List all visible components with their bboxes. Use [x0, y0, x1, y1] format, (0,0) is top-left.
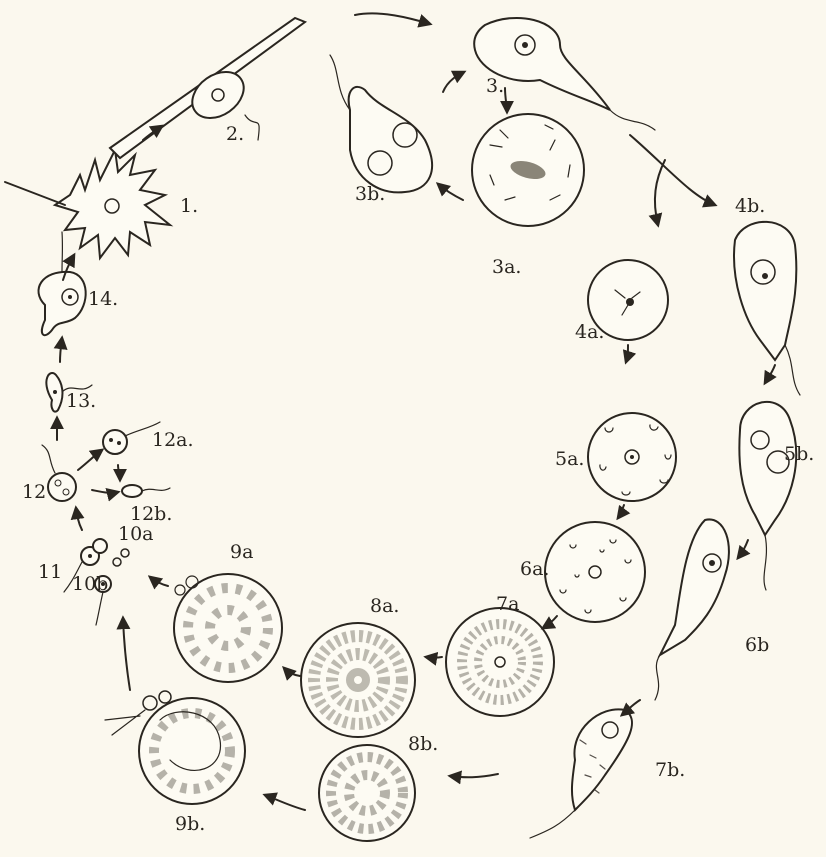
label-stage-13: 13.: [66, 390, 96, 412]
stage-7b-elongated-cell: [530, 709, 632, 838]
label-stage-8a: 8a.: [370, 595, 399, 617]
label-stage-11: 11: [38, 561, 62, 583]
stage-8a-round-cell: [301, 623, 415, 737]
label-stage-2: 2.: [226, 123, 244, 145]
label-stage-3b: 3b.: [355, 183, 385, 205]
label-stage-1: 1.: [180, 195, 198, 217]
label-stage-8b: 8b.: [408, 733, 438, 755]
label-stage-14: 14.: [88, 288, 118, 310]
stage-3-flagellate: [474, 18, 655, 130]
label-stage-10a: 10a: [118, 523, 154, 545]
label-stage-4b: 4b.: [735, 195, 765, 217]
stage-3b-binucleate-cell: [330, 55, 432, 192]
stage-1-amoeboid-cell: [5, 150, 170, 258]
label-stage-6b: 6b: [745, 634, 769, 656]
stage-14-rounded-cell: [38, 232, 85, 335]
stage-5b-elongated-cell: [739, 402, 796, 590]
label-stage-6a: 6a.: [520, 558, 549, 580]
label-stage-3: 3.: [486, 75, 504, 97]
label-stage-7b: 7b.: [655, 759, 685, 781]
label-stage-5a: 5a.: [555, 448, 584, 470]
label-stage-7a: 7a: [496, 593, 519, 615]
stage-9a-round-cell: [174, 574, 282, 682]
label-stage-4a: 4a.: [575, 321, 604, 343]
label-stage-12a: 12a.: [152, 429, 194, 451]
stage-4b-elongated-cell: [734, 222, 800, 395]
label-stage-9b: 9b.: [175, 813, 205, 835]
label-stage-5b: 5b.: [784, 443, 814, 465]
stage-7a-round-cell: [446, 608, 554, 716]
stage-12-cell: [42, 445, 76, 501]
label-stage-12: 12: [22, 481, 46, 503]
label-stage-10b: 10b: [72, 573, 108, 595]
stage-2-spindle-cell: [110, 18, 305, 158]
stage-12b-cell: [122, 485, 170, 497]
stage-8b-round-cell: [319, 745, 415, 841]
stage-6a-round-cell: [545, 522, 645, 622]
stage-10a-swarmer: [113, 549, 129, 566]
label-stage-9a: 9a: [230, 541, 253, 563]
label-stage-12b: 12b.: [130, 503, 172, 525]
stage-3a-round-cell-mitosis: [472, 114, 584, 226]
stage-6b-elongated-cell: [655, 519, 729, 700]
label-stage-3a: 3a.: [492, 256, 521, 278]
stage-5a-round-cell: [588, 413, 676, 501]
stage-9b-round-cell: [105, 691, 245, 804]
